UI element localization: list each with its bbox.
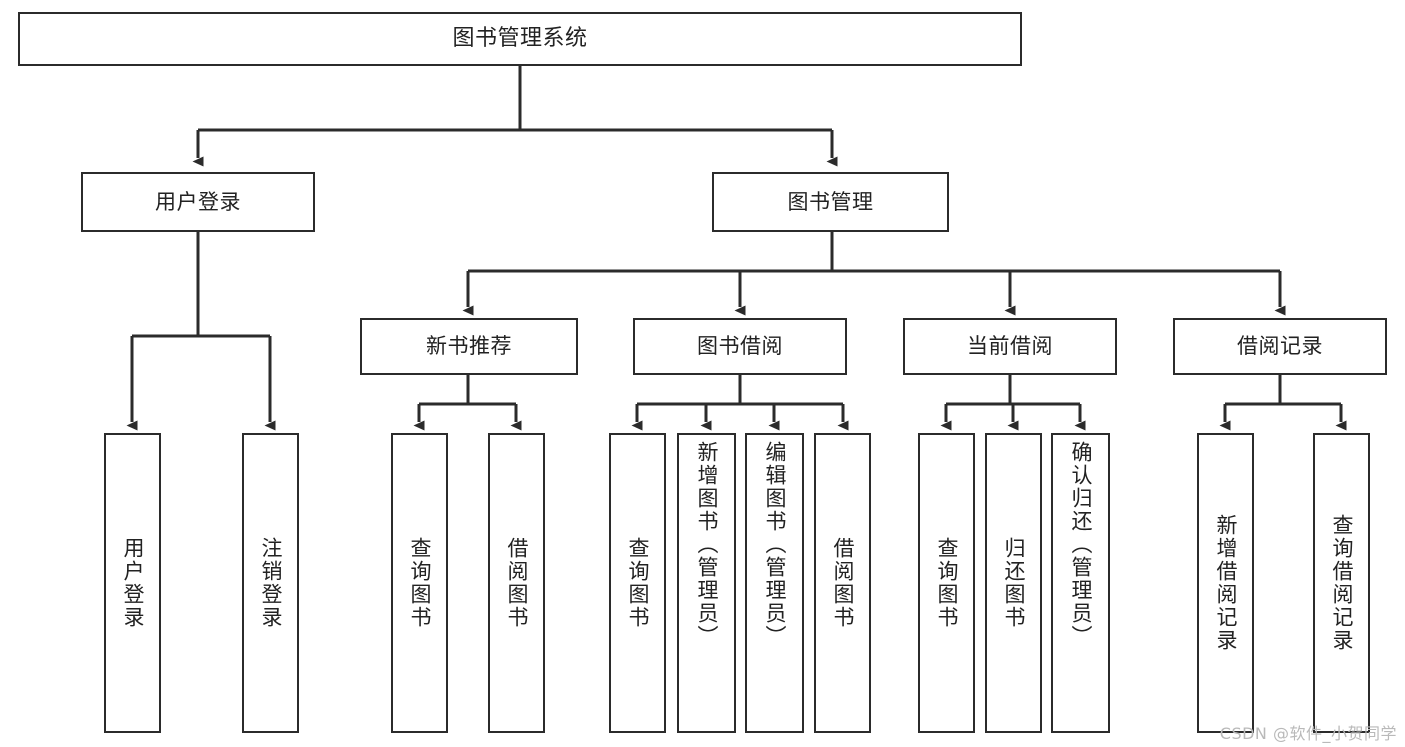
- leaf-add-borrow-record-label: 新增借阅记录: [1214, 514, 1238, 652]
- node-new-book-recommend-label: 新书推荐: [426, 334, 512, 359]
- node-book-manage[interactable]: 图书管理: [712, 172, 949, 232]
- leaf-user-logout-label: 注销登录: [259, 537, 283, 629]
- leaf-add-borrow-record[interactable]: 新增借阅记录: [1197, 433, 1254, 733]
- leaf-query-borrow-record-label: 查询借阅记录: [1330, 514, 1354, 652]
- leaf-borrow-book-1-label: 借阅图书: [505, 537, 529, 629]
- leaf-query-book-3[interactable]: 查询图书: [918, 433, 975, 733]
- leaf-borrow-book-1[interactable]: 借阅图书: [488, 433, 545, 733]
- leaf-query-book-1[interactable]: 查询图书: [391, 433, 448, 733]
- node-user-login-label: 用户登录: [155, 189, 241, 214]
- leaf-borrow-book-2[interactable]: 借阅图书: [814, 433, 871, 733]
- leaf-edit-book[interactable]: 编辑图书（管理员）: [745, 433, 804, 733]
- leaf-return-book-label: 归还图书: [1002, 537, 1026, 629]
- leaf-borrow-book-2-label: 借阅图书: [831, 537, 855, 629]
- node-borrow-record[interactable]: 借阅记录: [1173, 318, 1387, 375]
- leaf-user-login-label: 用户登录: [121, 537, 145, 629]
- node-user-login[interactable]: 用户登录: [81, 172, 315, 232]
- leaf-edit-book-label: 编辑图书（管理员）: [763, 441, 787, 648]
- leaf-user-logout[interactable]: 注销登录: [242, 433, 299, 733]
- node-current-borrow[interactable]: 当前借阅: [903, 318, 1117, 375]
- node-book-borrow-label: 图书借阅: [697, 334, 783, 359]
- csdn-watermark: CSDN @软件_小贺同学: [1219, 724, 1397, 743]
- leaf-query-book-2[interactable]: 查询图书: [609, 433, 666, 733]
- node-book-borrow[interactable]: 图书借阅: [633, 318, 847, 375]
- node-root[interactable]: 图书管理系统: [18, 12, 1022, 66]
- leaf-user-login[interactable]: 用户登录: [104, 433, 161, 733]
- node-current-borrow-label: 当前借阅: [967, 334, 1053, 359]
- leaf-return-book[interactable]: 归还图书: [985, 433, 1042, 733]
- leaf-add-book-label: 新增图书（管理员）: [695, 441, 719, 648]
- leaf-query-borrow-record[interactable]: 查询借阅记录: [1313, 433, 1370, 733]
- node-root-label: 图书管理系统: [452, 26, 588, 52]
- leaf-query-book-2-label: 查询图书: [626, 537, 650, 629]
- leaf-query-book-3-label: 查询图书: [935, 537, 959, 629]
- node-new-book-recommend[interactable]: 新书推荐: [360, 318, 578, 375]
- leaf-add-book[interactable]: 新增图书（管理员）: [677, 433, 736, 733]
- leaf-confirm-return[interactable]: 确认归还（管理员）: [1051, 433, 1110, 733]
- leaf-query-book-1-label: 查询图书: [408, 537, 432, 629]
- leaf-confirm-return-label: 确认归还（管理员）: [1069, 441, 1093, 648]
- node-borrow-record-label: 借阅记录: [1237, 334, 1323, 359]
- node-book-manage-label: 图书管理: [787, 189, 874, 214]
